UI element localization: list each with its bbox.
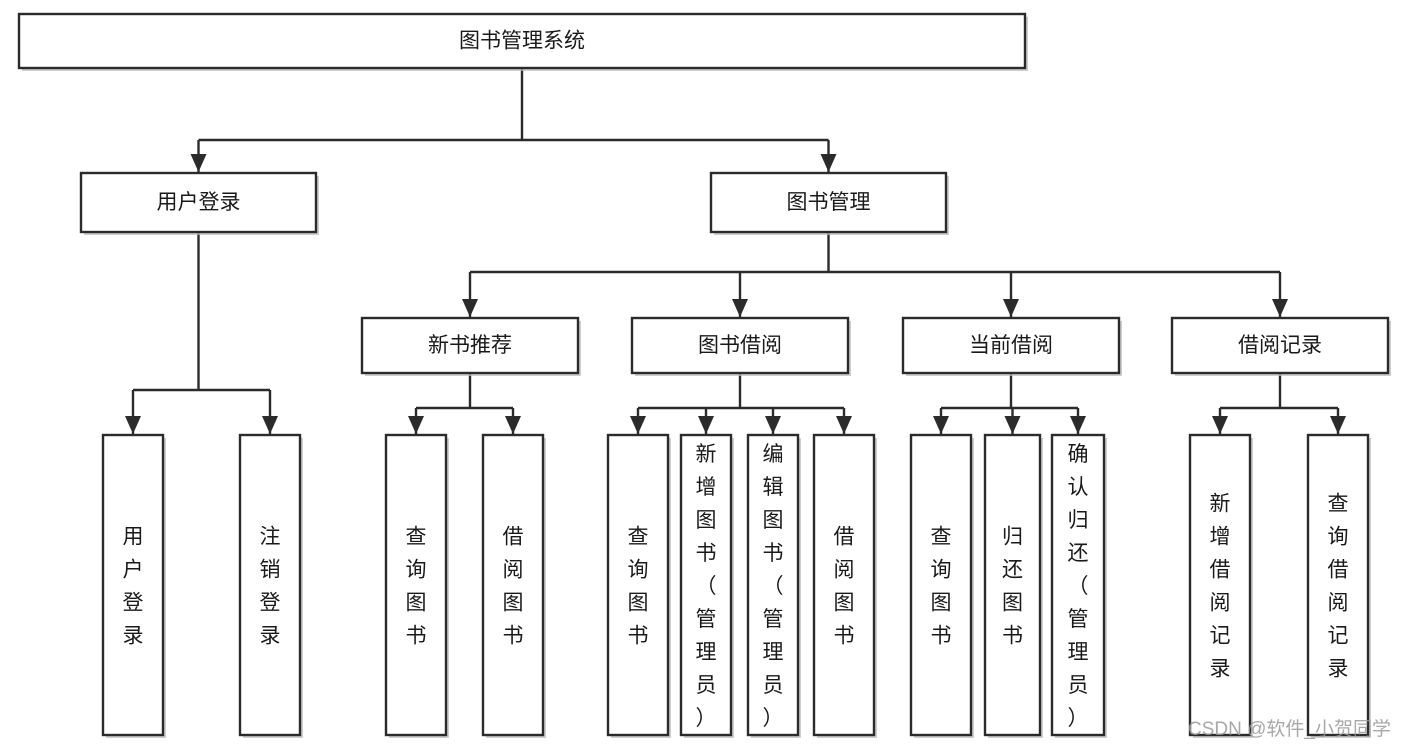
- node-label: 借阅记录: [1238, 334, 1322, 357]
- arrow-head-icon: [732, 299, 748, 317]
- arrow-head-icon: [1330, 416, 1346, 434]
- arrow-head-icon: [933, 416, 949, 434]
- node-leaf-2[interactable]: 查询图书: [384, 433, 449, 738]
- node-box[interactable]: [606, 433, 670, 737]
- node-level2-3[interactable]: 借阅记录: [1170, 316, 1391, 376]
- node-leaf-11[interactable]: 新增借阅记录: [1188, 433, 1253, 738]
- node-box[interactable]: [17, 12, 1027, 70]
- node-label: 新增图书（管理员）: [696, 443, 717, 730]
- arrow-head-icon: [462, 299, 478, 317]
- node-box[interactable]: [384, 433, 448, 737]
- node-level2-1[interactable]: 图书借阅: [630, 316, 851, 376]
- node-leaf-5[interactable]: 新增图书（管理员）: [679, 433, 734, 738]
- node-leaf-1[interactable]: 注销登录: [238, 433, 303, 738]
- node-label: 用户登录: [157, 191, 241, 214]
- node-label: 借阅图书: [834, 525, 855, 647]
- node-box[interactable]: [101, 433, 165, 737]
- node-box[interactable]: [983, 433, 1042, 737]
- arrow-head-icon: [1070, 416, 1086, 434]
- node-label: 查询借阅记录: [1328, 492, 1349, 680]
- arrow-head-icon: [1004, 416, 1021, 434]
- node-label: 查询图书: [406, 525, 427, 647]
- node-box[interactable]: [679, 433, 733, 737]
- node-box[interactable]: [630, 316, 850, 375]
- node-label: 确认归还（管理员）: [1068, 443, 1089, 730]
- node-leaf-3[interactable]: 借阅图书: [481, 433, 546, 738]
- node-level1-1[interactable]: 图书管理: [709, 171, 949, 235]
- node-label: 当前借阅: [969, 334, 1053, 357]
- node-box[interactable]: [481, 433, 545, 737]
- node-box[interactable]: [901, 316, 1121, 375]
- node-level2-0[interactable]: 新书推荐: [360, 316, 581, 376]
- node-box[interactable]: [812, 433, 876, 737]
- node-label: 查询图书: [628, 525, 649, 647]
- arrow-head-icon: [125, 416, 141, 434]
- node-box[interactable]: [1188, 433, 1252, 737]
- arrow-head-icon: [408, 416, 424, 434]
- arrow-head-icon: [698, 416, 714, 434]
- node-box[interactable]: [1050, 433, 1106, 737]
- node-level2-2[interactable]: 当前借阅: [901, 316, 1122, 376]
- node-box[interactable]: [1170, 316, 1390, 375]
- arrow-head-icon: [1272, 299, 1288, 317]
- node-label: 编辑图书（管理员）: [763, 443, 784, 730]
- node-label: 查询图书: [931, 525, 952, 647]
- node-label: 新增借阅记录: [1210, 492, 1231, 680]
- connector-layer: [125, 68, 1346, 434]
- node-box[interactable]: [360, 316, 580, 375]
- arrow-head-icon: [505, 416, 521, 434]
- arrow-head-icon: [820, 154, 837, 172]
- node-leaf-7[interactable]: 借阅图书: [812, 433, 877, 738]
- node-label: 图书借阅: [698, 334, 782, 357]
- node-box[interactable]: [709, 171, 948, 234]
- arrow-head-icon: [1003, 299, 1019, 317]
- node-label: 图书管理: [787, 191, 871, 214]
- node-box[interactable]: [238, 433, 302, 737]
- arrow-head-icon: [262, 416, 278, 434]
- node-label: 借阅图书: [503, 525, 524, 647]
- node-level1-0[interactable]: 用户登录: [79, 171, 319, 235]
- node-box[interactable]: [746, 433, 800, 737]
- arrow-head-icon: [836, 416, 852, 434]
- node-leaf-6[interactable]: 编辑图书（管理员）: [746, 433, 801, 738]
- node-root-0[interactable]: 图书管理系统: [17, 12, 1028, 71]
- arrow-head-icon: [765, 416, 781, 434]
- node-leaf-8[interactable]: 查询图书: [909, 433, 974, 738]
- node-label: 用户登录: [123, 525, 144, 647]
- node-label: 注销登录: [260, 525, 281, 647]
- node-label: 归还图书: [1002, 525, 1023, 647]
- arrow-head-icon: [630, 416, 646, 434]
- node-leaf-9[interactable]: 归还图书: [983, 433, 1043, 738]
- node-label: 新书推荐: [428, 334, 512, 357]
- arrow-head-icon: [190, 154, 207, 172]
- node-leaf-12[interactable]: 查询借阅记录: [1306, 433, 1371, 738]
- node-leaf-4[interactable]: 查询图书: [606, 433, 671, 738]
- node-box[interactable]: [1306, 433, 1370, 737]
- node-leaf-0[interactable]: 用户登录: [101, 433, 166, 738]
- arrow-head-icon: [1212, 416, 1228, 434]
- node-label: 图书管理系统: [459, 30, 585, 53]
- node-leaf-10[interactable]: 确认归还（管理员）: [1050, 433, 1107, 738]
- node-box[interactable]: [909, 433, 973, 737]
- node-layer: 图书管理系统用户登录图书管理新书推荐图书借阅当前借阅借阅记录用户登录注销登录查询…: [17, 12, 1391, 738]
- node-box[interactable]: [79, 171, 318, 234]
